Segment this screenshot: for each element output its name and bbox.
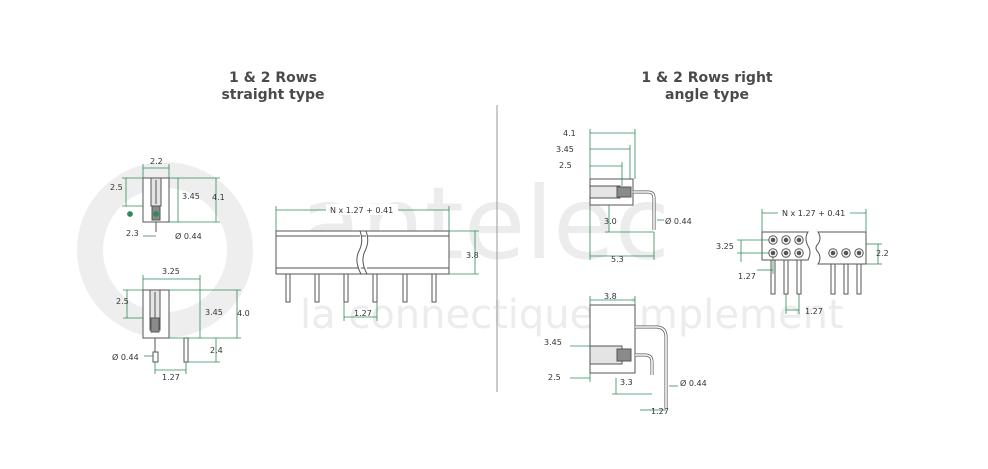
dim-r1-d3: 2.5: [559, 161, 572, 170]
angle-double-row-view: [589, 304, 668, 408]
dim-top-length-bg: [778, 208, 850, 219]
dim-r2-d2: 3.45: [544, 338, 562, 347]
dim-side-pitch: 1.27: [354, 309, 372, 318]
heading-left-line1: 1 & 2 Rows: [229, 70, 317, 86]
dim-r1-d1: 4.1: [563, 129, 576, 138]
dim-s2-pin-off: 2.5: [116, 297, 129, 306]
dim-r1-d5: 5.3: [611, 255, 624, 264]
angle-double-row-dimensions: [570, 296, 678, 411]
dim-top-length: N x 1.27 + 0.41: [782, 209, 845, 218]
dim-s2-h-total: 4.0: [237, 309, 250, 318]
dim-s1-h-inner: 3.45: [182, 192, 200, 201]
dim-s2-pitch: 1.27: [162, 373, 180, 382]
dim-r2-pitch: 1.27: [651, 407, 669, 416]
dim-r2-dia: Ø 0.44: [680, 378, 707, 388]
angle-single-row-view: [589, 178, 656, 230]
dim-r1-d2: 3.45: [556, 145, 574, 154]
watermark-tagline: la connectique simplement: [300, 292, 844, 338]
straight-single-row-end-view: [142, 177, 170, 232]
angle-single-row-dimensions: [589, 129, 664, 260]
dim-s1-base: 2.3: [126, 229, 139, 238]
straight-double-row-dimensions: [123, 275, 241, 374]
heading-left: 1 & 2 Rows straight type: [193, 70, 353, 104]
dim-s1-h-total: 4.1: [212, 193, 225, 202]
dim-r1-dia: Ø 0.44: [665, 216, 692, 226]
dim-r1-d4: 3.0: [604, 217, 617, 226]
straight-single-row-dimensions: [122, 164, 220, 237]
heading-right-line2: angle type: [665, 87, 749, 103]
heading-left-line2: straight type: [221, 87, 325, 103]
dim-r2-d4: 3.3: [620, 378, 633, 387]
dim-side-length: N x 1.27 + 0.41: [330, 206, 393, 215]
dim-s1-pin-off: 2.5: [110, 183, 123, 192]
dim-top-pitch: 1.27: [738, 272, 756, 281]
dim-top-right: 2.2: [876, 249, 889, 258]
dim-s2-h-inner: 3.45: [205, 308, 223, 317]
straight-side-view: [275, 230, 450, 303]
straight-double-row-end-view: [142, 289, 189, 363]
dim-s2-tail: 2.4: [210, 346, 223, 355]
heading-right-line1: 1 & 2 Rows right: [641, 70, 773, 86]
angle-top-view: [761, 231, 867, 295]
dim-s1-w: 2.2: [150, 157, 163, 166]
dim-r2-d3: 2.5: [548, 373, 561, 382]
dim-s1-dia: Ø 0.44: [175, 231, 202, 241]
dim-side-length-bg: [326, 204, 398, 215]
dim-top-pitch2: 1.27: [805, 307, 823, 316]
dim-r2-w: 3.8: [604, 292, 617, 301]
dim-top-h: 3.25: [716, 242, 734, 251]
dim-s2-w: 3.25: [162, 267, 180, 276]
heading-right: 1 & 2 Rows right angle type: [617, 70, 797, 104]
dim-s2-dia: Ø 0.44: [112, 352, 139, 362]
dim-side-height: 3.8: [466, 251, 479, 260]
